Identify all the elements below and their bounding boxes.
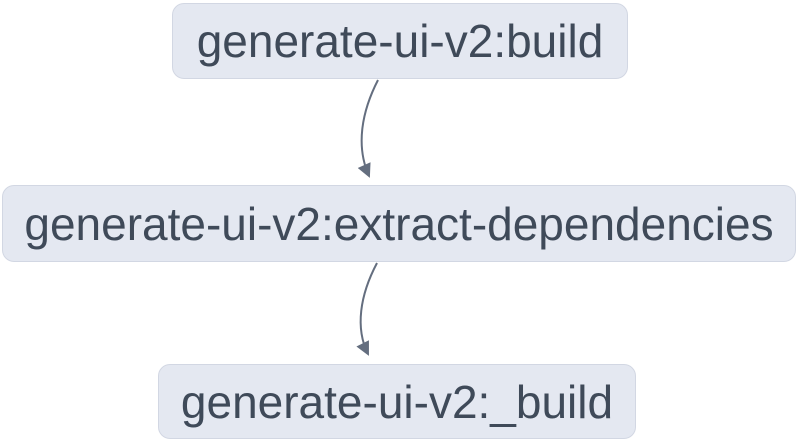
task-node-extract-dependencies[interactable]: generate-ui-v2:extract-dependencies	[2, 185, 796, 262]
task-node-label: generate-ui-v2:_build	[180, 375, 614, 428]
task-node-label: generate-ui-v2:extract-dependencies	[24, 197, 774, 250]
task-node-label: generate-ui-v2:build	[196, 15, 604, 67]
edge-extract-dependencies-to-under-build	[356, 262, 378, 356]
task-node-build[interactable]: generate-ui-v2:build	[172, 3, 628, 79]
task-node-under-build[interactable]: generate-ui-v2:_build	[158, 364, 636, 439]
edge-build-to-extract-dependencies	[357, 79, 379, 178]
